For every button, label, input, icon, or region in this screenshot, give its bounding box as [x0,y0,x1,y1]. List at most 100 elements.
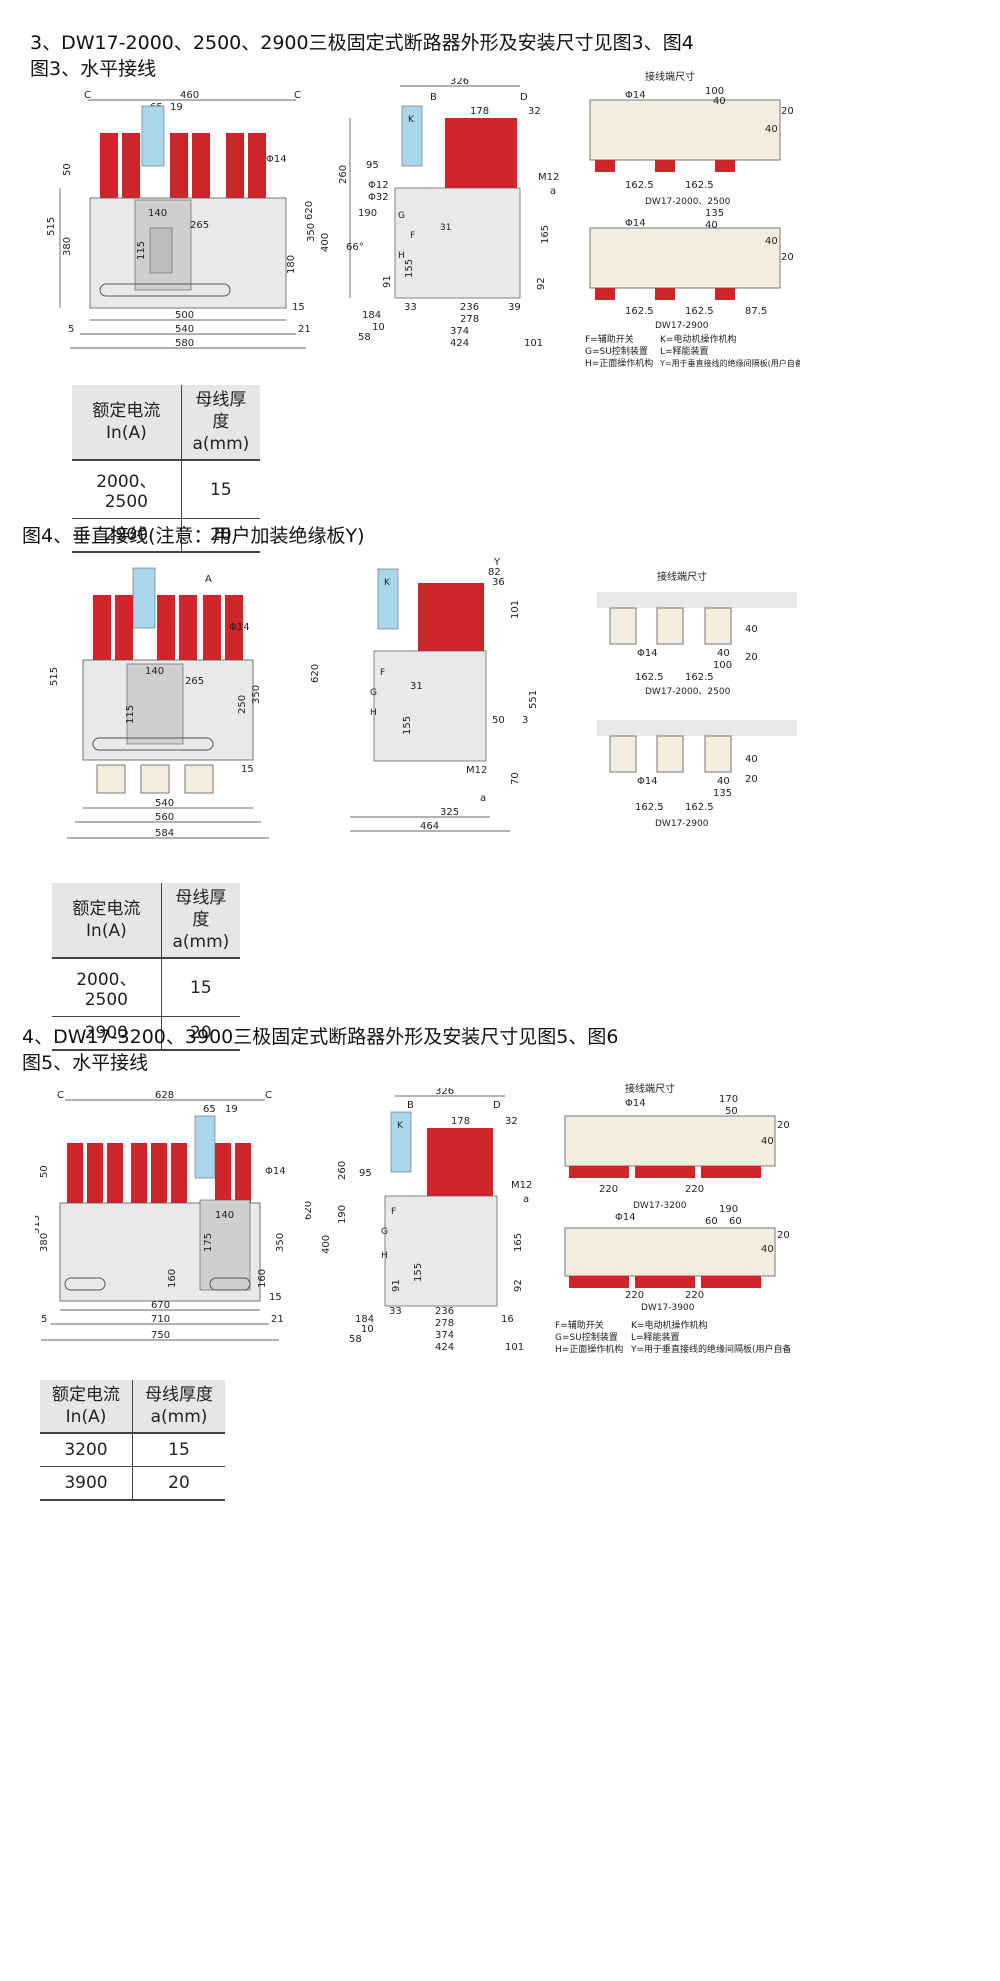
fig3-term-a-dim: 100 [705,86,724,97]
legend-item: F=辅助开关 [585,333,634,345]
fig5-term-b-dim: 40 [761,1244,774,1255]
table-header: 母线厚度 a(mm) [180,385,260,461]
motor-unit [132,567,156,629]
fig5-side-dim: G [381,1227,388,1237]
fig3-side-dim: 155 [404,259,415,278]
fig5-front-dim: Φ14 [265,1166,286,1177]
pole [107,1143,123,1203]
legend-item: Y=用于垂直接线的绝缘间隔板(用户自备) [630,1343,790,1355]
fig3-side-dim: F [410,231,415,241]
fig5-side-view: 326 B 178 D 32 K 260 95 190 620 400 F G … [305,1088,532,1353]
fig4-term-b-caption: DW17-2900 [655,819,709,829]
fig4-term-a-dim: 162.5 [685,672,714,683]
fig5-side-dim: D [493,1100,501,1111]
fig3-side-view: 326 B 178 D 32 K 260 620 400 66° 95 Φ12 … [304,78,559,349]
fig5-term-b-caption: DW17-3900 [641,1303,695,1312]
fig3-front-dim: C [84,90,91,101]
pole [235,1143,251,1203]
fig3-term-b-dim: 162.5 [685,306,714,317]
motor-unit [194,1115,216,1179]
fig3-front-dim: 115 [136,241,147,260]
table-row: 2900 20 [72,518,260,553]
fig3-term-b-dim: 20 [781,252,794,263]
fig5-side-dim: 184 [355,1314,374,1325]
fig3-front-dim: 515 [46,217,57,236]
legend-item: H=正面操作机构 [585,357,653,369]
fig5-side-dim: 16 [501,1314,514,1325]
fig4-front-dim: 350 [251,685,262,704]
fig5-side-dim: 190 [337,1205,348,1224]
fig4-side-dim: 82 [488,567,501,578]
terminal [96,764,126,794]
fig4-front-view: A Φ14 515 140 265 250 350 115 15 540 560… [49,567,269,839]
fig4-terminal-view: 接线端尺寸 40 Φ14 40 100 20 162.5 162.5 DW17-… [597,570,797,829]
fig4-term-b-dim: 40 [717,776,730,787]
fig4-term-a-caption: DW17-2000、2500 [645,687,731,697]
fig3-term-a-dim: 40 [713,96,726,107]
fig5-term-a-dim: 40 [761,1136,774,1147]
fig3-side-dim: 190 [358,208,377,219]
breaker-body [394,187,521,299]
legend-item: G=SU控制装置 [585,345,648,357]
pole [131,1143,147,1203]
spec-table: 额定电流 In(A) 母线厚度 a(mm) 3200 15 3900 20 [40,1380,225,1501]
table-header: 额定电流 In(A) [72,385,182,461]
pole [93,595,111,660]
fig4-term-a-dim: 40 [717,648,730,659]
fig4-front-dim: 515 [49,667,60,686]
fig4-side-dim: a [480,793,486,804]
fig3-front-dim: 5 [68,324,74,335]
fig3-term-a-dim: 162.5 [685,180,714,191]
fig3-side-dim: 32 [528,106,541,117]
fig3-front-view: 460 C C 65 19 515 380 50 140 265 115 350… [46,90,317,349]
fig3-term-b-dim: Φ14 [625,218,646,229]
fig5-term-a-dim: 20 [777,1120,790,1131]
fig4-term-a-dim: 40 [745,624,758,635]
motor-unit [141,105,165,167]
fig5-side-dim: 424 [435,1342,454,1353]
fig3-terminal-title: 接线端尺寸 [645,70,695,83]
pole [87,1143,103,1203]
legend-item: K=电动机操作机构 [660,333,736,345]
fig5-term-b-dim: 190 [719,1204,738,1215]
front-panel [126,663,184,745]
fig5-front-dim: 670 [151,1300,170,1311]
fig3-term-b-dim: 40 [765,236,778,247]
fig3-term-b-dim: 135 [705,208,724,219]
fig3-front-dim: 350 [306,223,317,242]
legend-item: L=释能装置 [660,345,709,357]
fig3-front-dim: 50 [62,163,73,176]
fig4-front-dim: 560 [155,812,174,823]
section-4-title: 4、DW17-3200、3900三极固定式断路器外形及安装尺寸见图5、图6 [22,1026,619,1048]
fig5-side-dim: 91 [391,1279,402,1292]
legend-item: F=辅助开关 [555,1319,604,1331]
fig4-side-dim: K [384,578,391,588]
pole [115,595,133,660]
fig4-side-dim: 70 [510,772,521,785]
table-cell: 15 [180,460,260,519]
fig5-term-a-dim: Φ14 [625,1098,646,1109]
fig4-side-dim: F [380,668,385,678]
fig3-side-dim: 620 [304,201,315,220]
fig4-side-dim: 155 [402,716,413,735]
fig4-side-dim: 31 [410,681,423,692]
fig4-term-b-dim: 162.5 [635,802,664,813]
fig5-side-dim: 260 [337,1161,348,1180]
fig5-side-dim: 58 [349,1334,362,1345]
fig4-side-dim: 620 [310,664,321,683]
fig5-side-dim: M12 [511,1180,532,1191]
table-row: 2000、2500 15 [52,958,240,1017]
fig5-front-dim: 65 [203,1104,216,1115]
fig5-side-dim: 326 [435,1088,454,1097]
terminal [140,764,170,794]
fig4-side-dim: H [370,708,377,718]
fig3-front-dim: 540 [175,324,194,335]
fig5-front-dim: 160 [167,1269,178,1288]
fig4-term-b-dim: 40 [745,754,758,765]
fig5-front-dim: 380 [39,1233,50,1252]
fig3-front-dim: 140 [148,208,167,219]
fig5-side-dim: 400 [321,1235,332,1254]
fig3-side-dim: 58 [358,332,371,343]
table-cell: 15 [160,958,240,1017]
fig5-term-b-dim: 220 [625,1290,644,1301]
